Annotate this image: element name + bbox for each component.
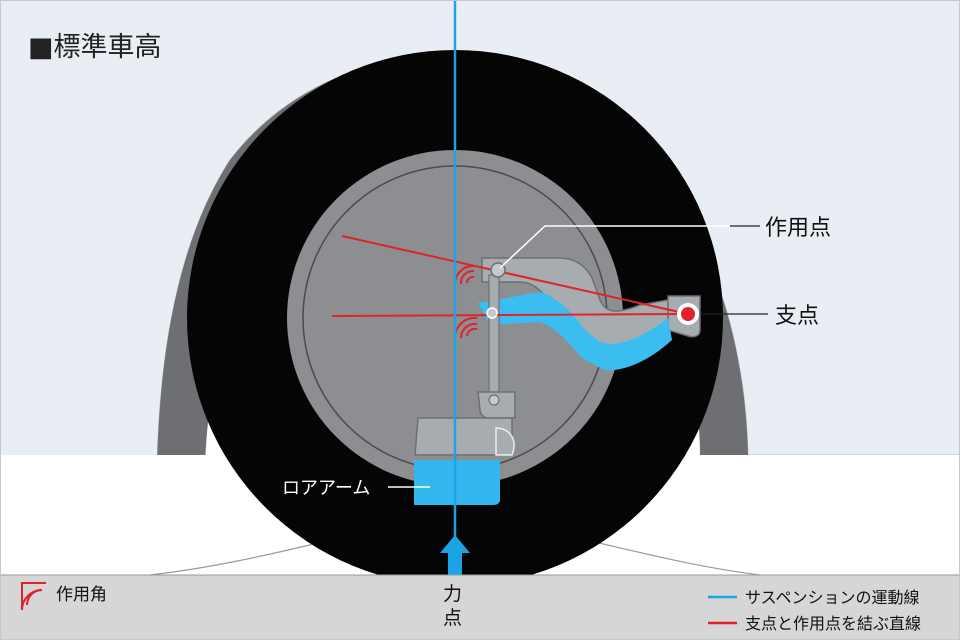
upright-hook [495, 427, 515, 456]
link-bottom-marker [488, 394, 500, 406]
force-point-label-1: 力 [443, 583, 462, 605]
legend-band [0, 575, 960, 640]
action-point-leader [499, 225, 730, 269]
lower-arm-blue [414, 460, 500, 505]
page-title: ■標準車高 [28, 32, 162, 63]
action-angle-legend-icon [21, 582, 46, 611]
suspension-legend-label: サスペンションの運動線 [745, 588, 920, 607]
force-arrow [440, 535, 470, 575]
force-point-label-2: 点 [443, 607, 462, 629]
connecting-line-upper [341, 235, 689, 315]
lower-arm-label: ロアアーム [282, 478, 370, 499]
action-angle-legend-label: 作用角 [56, 585, 107, 605]
fulcrum-label: 支点 [775, 304, 819, 329]
link-rod [488, 274, 500, 396]
connecting-line-lower [331, 313, 689, 317]
action-point-label: 作用点 [765, 216, 831, 241]
connecting-legend-label: 支点と作用点を結ぶ直線 [745, 614, 921, 633]
fulcrum-marker [681, 307, 695, 321]
action-point-marker-lower [486, 307, 498, 319]
suspension-swing-area [478, 292, 672, 371]
